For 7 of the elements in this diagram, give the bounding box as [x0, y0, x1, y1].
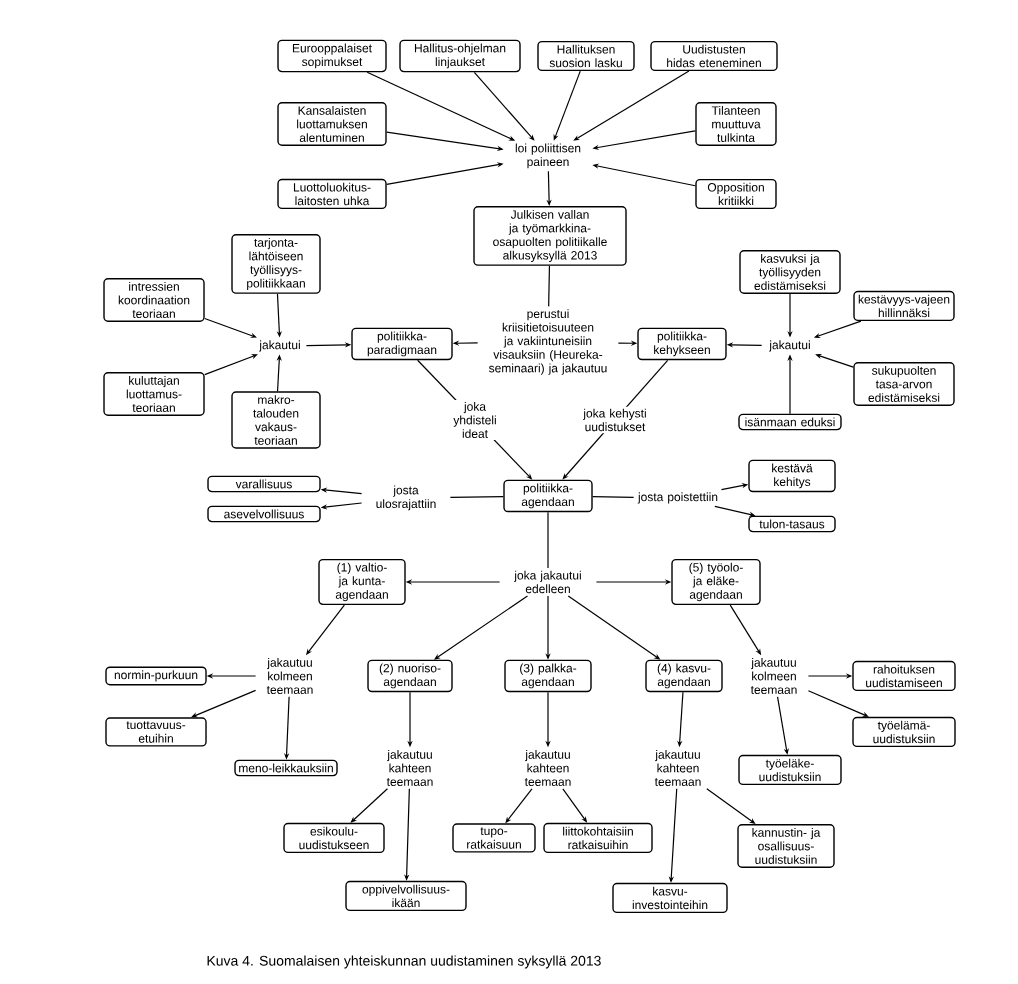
- arrow: [204, 354, 258, 376]
- arrow: [807, 690, 869, 717]
- arrow: [473, 71, 535, 141]
- arrow: [191, 689, 257, 718]
- arrow: [350, 788, 389, 823]
- arrow: [573, 70, 690, 141]
- arrow: [204, 317, 257, 338]
